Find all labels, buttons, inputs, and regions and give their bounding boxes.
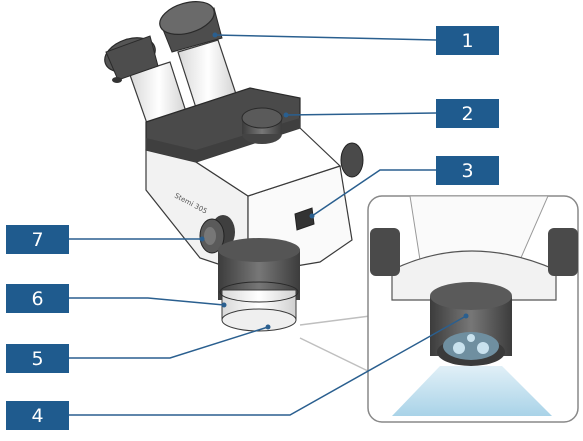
- right-knob: [340, 142, 364, 178]
- callout-6: 6: [6, 284, 69, 313]
- top-knob: [241, 107, 283, 129]
- eyepiece-right: [159, 1, 215, 35]
- callout-5: 5: [6, 344, 69, 373]
- camera-port: [294, 207, 315, 231]
- callout-4: 4: [6, 401, 69, 430]
- light-beam: [392, 366, 552, 416]
- leader-5: [69, 326, 269, 359]
- microscope-body: Stemi 305: [104, 1, 364, 332]
- inset-panel: [367, 195, 579, 423]
- leader-4: [69, 315, 467, 416]
- callout-3: 3: [436, 156, 499, 185]
- leader-6: [69, 297, 225, 306]
- leader-1: [214, 34, 437, 41]
- objective-ring: [221, 308, 297, 332]
- leader-2: [285, 112, 437, 116]
- leader-lines: [69, 34, 467, 416]
- callout-1: 1: [436, 26, 499, 55]
- callout-7: 7: [6, 225, 69, 254]
- leader-3: [311, 169, 436, 217]
- callout-2: 2: [436, 99, 499, 128]
